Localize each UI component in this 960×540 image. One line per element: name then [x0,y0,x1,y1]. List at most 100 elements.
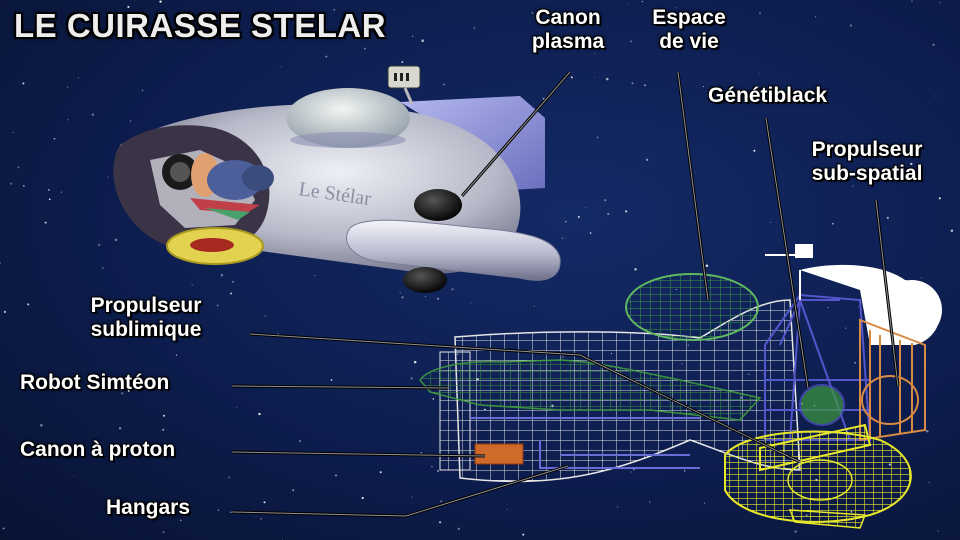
star [48,189,50,191]
star [561,237,563,239]
star [845,327,847,329]
star [141,89,144,92]
espace-de-vie-wireframe [625,273,759,341]
star [533,305,535,307]
star [570,76,573,79]
star [67,86,69,88]
label-propulseur-sublimique-line2: sublimique [90,318,202,341]
propulseur-sublimique-wireframe [724,423,912,529]
star [121,392,124,395]
star [292,489,295,492]
star [594,76,596,78]
star [935,95,937,97]
star [604,199,606,201]
label-propulseur-subspatial-line1: Propulseur [811,138,923,161]
star [770,222,771,223]
star [911,0,913,2]
star [91,113,94,116]
star [849,24,852,27]
star [410,377,413,380]
star [102,267,104,269]
wireframe-ship [419,244,942,529]
star [401,296,404,299]
star [282,538,284,540]
star [232,280,234,283]
star [3,310,6,313]
star [950,229,954,232]
star [12,131,14,134]
star [162,531,165,533]
star [928,481,931,484]
label-espace-de-vie-line1: Espace [652,6,726,29]
star [228,476,230,479]
star [815,16,817,18]
star [675,7,677,9]
star [411,496,413,498]
star [432,398,434,400]
label-canon-plasma-line2: plasma [531,30,605,53]
star [630,40,632,43]
star [431,465,433,468]
star [113,455,116,458]
star [630,471,632,473]
star [167,25,171,29]
star [216,304,219,307]
internal-machinery [162,153,274,220]
star [644,84,646,87]
star [67,119,69,121]
label-propulseur-sublimique: Propulseur sublimique [68,294,224,342]
star [565,221,567,223]
star [60,191,63,193]
label-hangars: Hangars [106,496,191,519]
star [577,215,580,218]
star [330,379,333,381]
star [457,527,461,531]
star [73,475,75,477]
star [916,174,918,177]
star [114,238,118,242]
star [379,471,382,474]
star [932,43,935,46]
label-canon-plasma-line1: Canon [535,6,601,29]
star [263,501,266,504]
label-canon-plasma: Canon plasma [520,6,616,54]
star [926,430,929,433]
star [159,0,162,3]
label-espace-de-vie-line2: de vie [659,30,719,53]
star [401,61,404,64]
star [939,2,941,4]
star [440,500,443,503]
star [22,184,25,187]
star [649,501,651,503]
star [473,27,475,29]
label-propulseur-subspatial-line2: sub-spatial [811,162,923,185]
star [759,12,761,15]
canon-plasma-render [414,189,462,221]
side-tube [346,219,561,281]
ship-dome [286,88,410,148]
star [264,315,266,317]
star [598,45,600,48]
star [886,216,889,220]
star [255,516,257,517]
star [852,185,854,187]
star [118,427,122,430]
star [857,306,859,308]
star [175,354,178,356]
star [641,1,643,3]
star [617,506,619,508]
star [470,302,472,304]
star [421,39,424,42]
star [325,55,328,58]
star [424,296,426,298]
star [705,264,709,267]
star [683,470,686,472]
star [258,412,261,416]
star [361,497,364,500]
star [299,440,301,442]
star [413,360,417,364]
star [938,197,941,200]
star [280,66,282,68]
